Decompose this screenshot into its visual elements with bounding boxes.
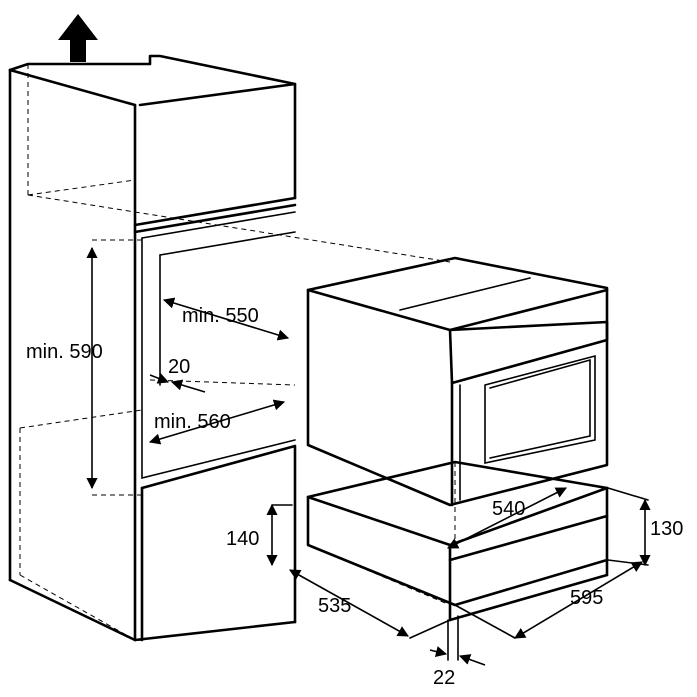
tall-cabinet: [8, 54, 451, 642]
ventilation-arrow-icon: [58, 14, 98, 62]
dim-label-20: 20: [168, 356, 190, 378]
dim-label-140: 140: [226, 528, 259, 550]
dim-label-22: 22: [433, 667, 455, 689]
dim-label-130: 130: [650, 518, 683, 540]
warming-drawer: [306, 460, 609, 622]
compact-oven-appliance: [306, 256, 609, 507]
dim-label-min-550: min. 550: [182, 305, 259, 327]
dim-label-min-590: min. 590: [26, 341, 103, 363]
dim-label-540: 540: [492, 498, 525, 520]
dim-label-595: 595: [570, 587, 603, 609]
dim-label-min-560: min. 560: [154, 411, 231, 433]
dim-label-535: 535: [318, 595, 351, 617]
dimension-lines: [86, 246, 651, 666]
